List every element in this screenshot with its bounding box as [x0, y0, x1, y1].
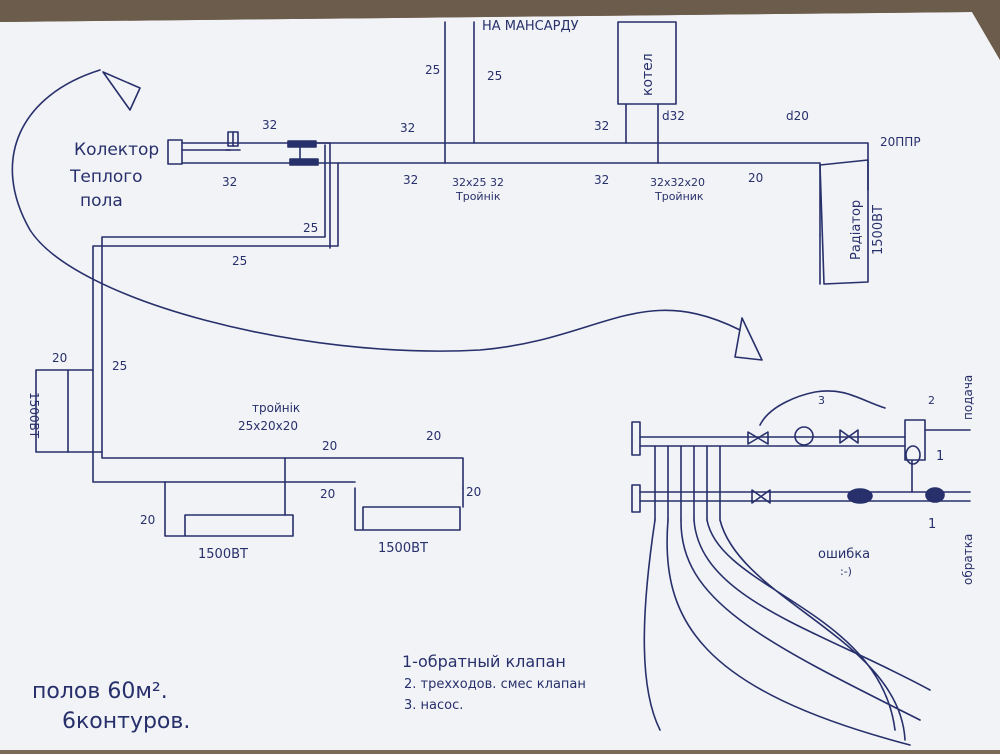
pipe-size-d20: d20	[786, 109, 809, 123]
legend-item-1: 1-обратный клапан	[402, 652, 566, 671]
legend-item-3: 3. насос.	[404, 698, 463, 713]
label-ppr: 20ППР	[880, 135, 921, 149]
return-main-pipe	[181, 162, 821, 236]
mixing-valve-body	[904, 419, 926, 493]
pipe-size-32-a: 32	[262, 118, 277, 132]
label-boiler: котел	[640, 53, 656, 96]
pipe-size-32-d: 32	[403, 173, 418, 187]
part-num-2: 2	[928, 394, 935, 407]
pipe-size-20-a: 20	[748, 171, 763, 185]
label-tee-32-32-20: 32х32х20	[650, 176, 705, 189]
pipe-size-20-b: 20	[52, 351, 67, 365]
pipe-size-32-b: 32	[222, 175, 237, 189]
label-tee-word-2: Тройник	[654, 190, 704, 203]
label-radiator: Радіатор	[849, 200, 864, 260]
pump-symbol	[794, 426, 814, 446]
paper-shadow	[0, 0, 1000, 60]
return-valve	[751, 489, 771, 504]
part-num-1-a: 1	[936, 449, 944, 464]
label-radiator-power: 1500ВТ	[871, 205, 886, 255]
flow-arrow-head-top	[102, 71, 141, 111]
label-collector-2: Теплого	[69, 167, 143, 187]
pipe-size-25-b: 25	[487, 69, 502, 83]
pipe-size-32-f: 32	[594, 173, 609, 187]
manifold-return-pipe	[639, 491, 971, 502]
left-loop-pipe-inner	[101, 144, 464, 489]
pipe-size-32-e: 32	[594, 119, 609, 133]
coupling-upper-bracket	[313, 142, 331, 249]
pipe-size-20-g: 20	[140, 513, 155, 527]
radiator-right	[819, 159, 869, 285]
legend-item-2: 2. трехходов. смес клапан	[404, 677, 586, 692]
attic-riser	[444, 21, 475, 164]
coupling-lower	[289, 158, 319, 166]
part-num-1-b: 1	[928, 517, 936, 532]
footer-area: полов 60м².	[32, 679, 168, 704]
return-check-valve-2	[925, 487, 945, 503]
flow-arrow-head-bottom	[734, 317, 763, 361]
pipe-size-25-e: 25	[112, 359, 127, 373]
pipe-size-20-f: 20	[320, 487, 335, 501]
check-valve-2	[839, 429, 859, 444]
pipe-size-25-d: 25	[232, 254, 247, 268]
radiator-bottom-1	[164, 481, 294, 537]
cloud-sketch	[759, 390, 886, 426]
radiator-bottom-2-pipe	[164, 481, 464, 508]
pipe-size-25-a: 25	[425, 63, 440, 77]
bypass-check-valve	[905, 445, 921, 465]
left-loop-pipe-outer	[92, 162, 339, 483]
collector-block	[167, 139, 183, 165]
label-smiley: :-)	[840, 565, 852, 578]
label-rad-bottom-1: 1500ВТ	[198, 547, 248, 562]
label-rad-left: 1500ВТ	[27, 392, 41, 439]
manifold-outlets	[654, 445, 721, 521]
label-tee-32-25-32: 32х25 32	[452, 176, 504, 189]
label-return: обратка	[961, 534, 975, 585]
label-collector-1: Колектор	[74, 140, 159, 160]
radiator-left-pipes	[67, 369, 103, 453]
label-to-attic: НА МАНСАРДУ	[482, 19, 579, 34]
pipe-size-20-c: 20	[322, 439, 337, 453]
pipe-size-20-d: 20	[426, 429, 441, 443]
manifold-ends	[631, 421, 641, 513]
label-tee-25-20-20: 25х20х20	[238, 419, 298, 433]
label-tee-word-3: тройнік	[252, 401, 300, 415]
coupling-upper	[287, 140, 317, 148]
return-check-valve	[847, 488, 873, 504]
flow-arrow-curve	[11, 69, 741, 352]
check-valve-1	[747, 431, 769, 445]
label-supply: подача	[961, 375, 975, 420]
manifold-supply-pipe	[639, 436, 906, 447]
footer-circuits: 6контуров.	[62, 709, 190, 734]
radiator-bottom-2	[354, 487, 461, 531]
floor-loops	[643, 519, 931, 746]
pipe-size-32-c: 32	[400, 121, 415, 135]
pipe-size-25-c: 25	[303, 221, 318, 235]
part-num-3: 3	[818, 394, 825, 407]
pipe-size-d32: d32	[662, 109, 685, 123]
label-error: ошибка	[818, 547, 870, 562]
boiler-box	[617, 21, 677, 105]
label-tee-word-1: Тройнік	[455, 190, 501, 203]
boiler-pipes	[625, 103, 659, 164]
pipe-size-20-e: 20	[466, 485, 481, 499]
paper-sheet	[0, 12, 1000, 750]
label-collector-3: пола	[80, 191, 123, 211]
label-rad-bottom-2: 1500ВТ	[378, 541, 428, 556]
